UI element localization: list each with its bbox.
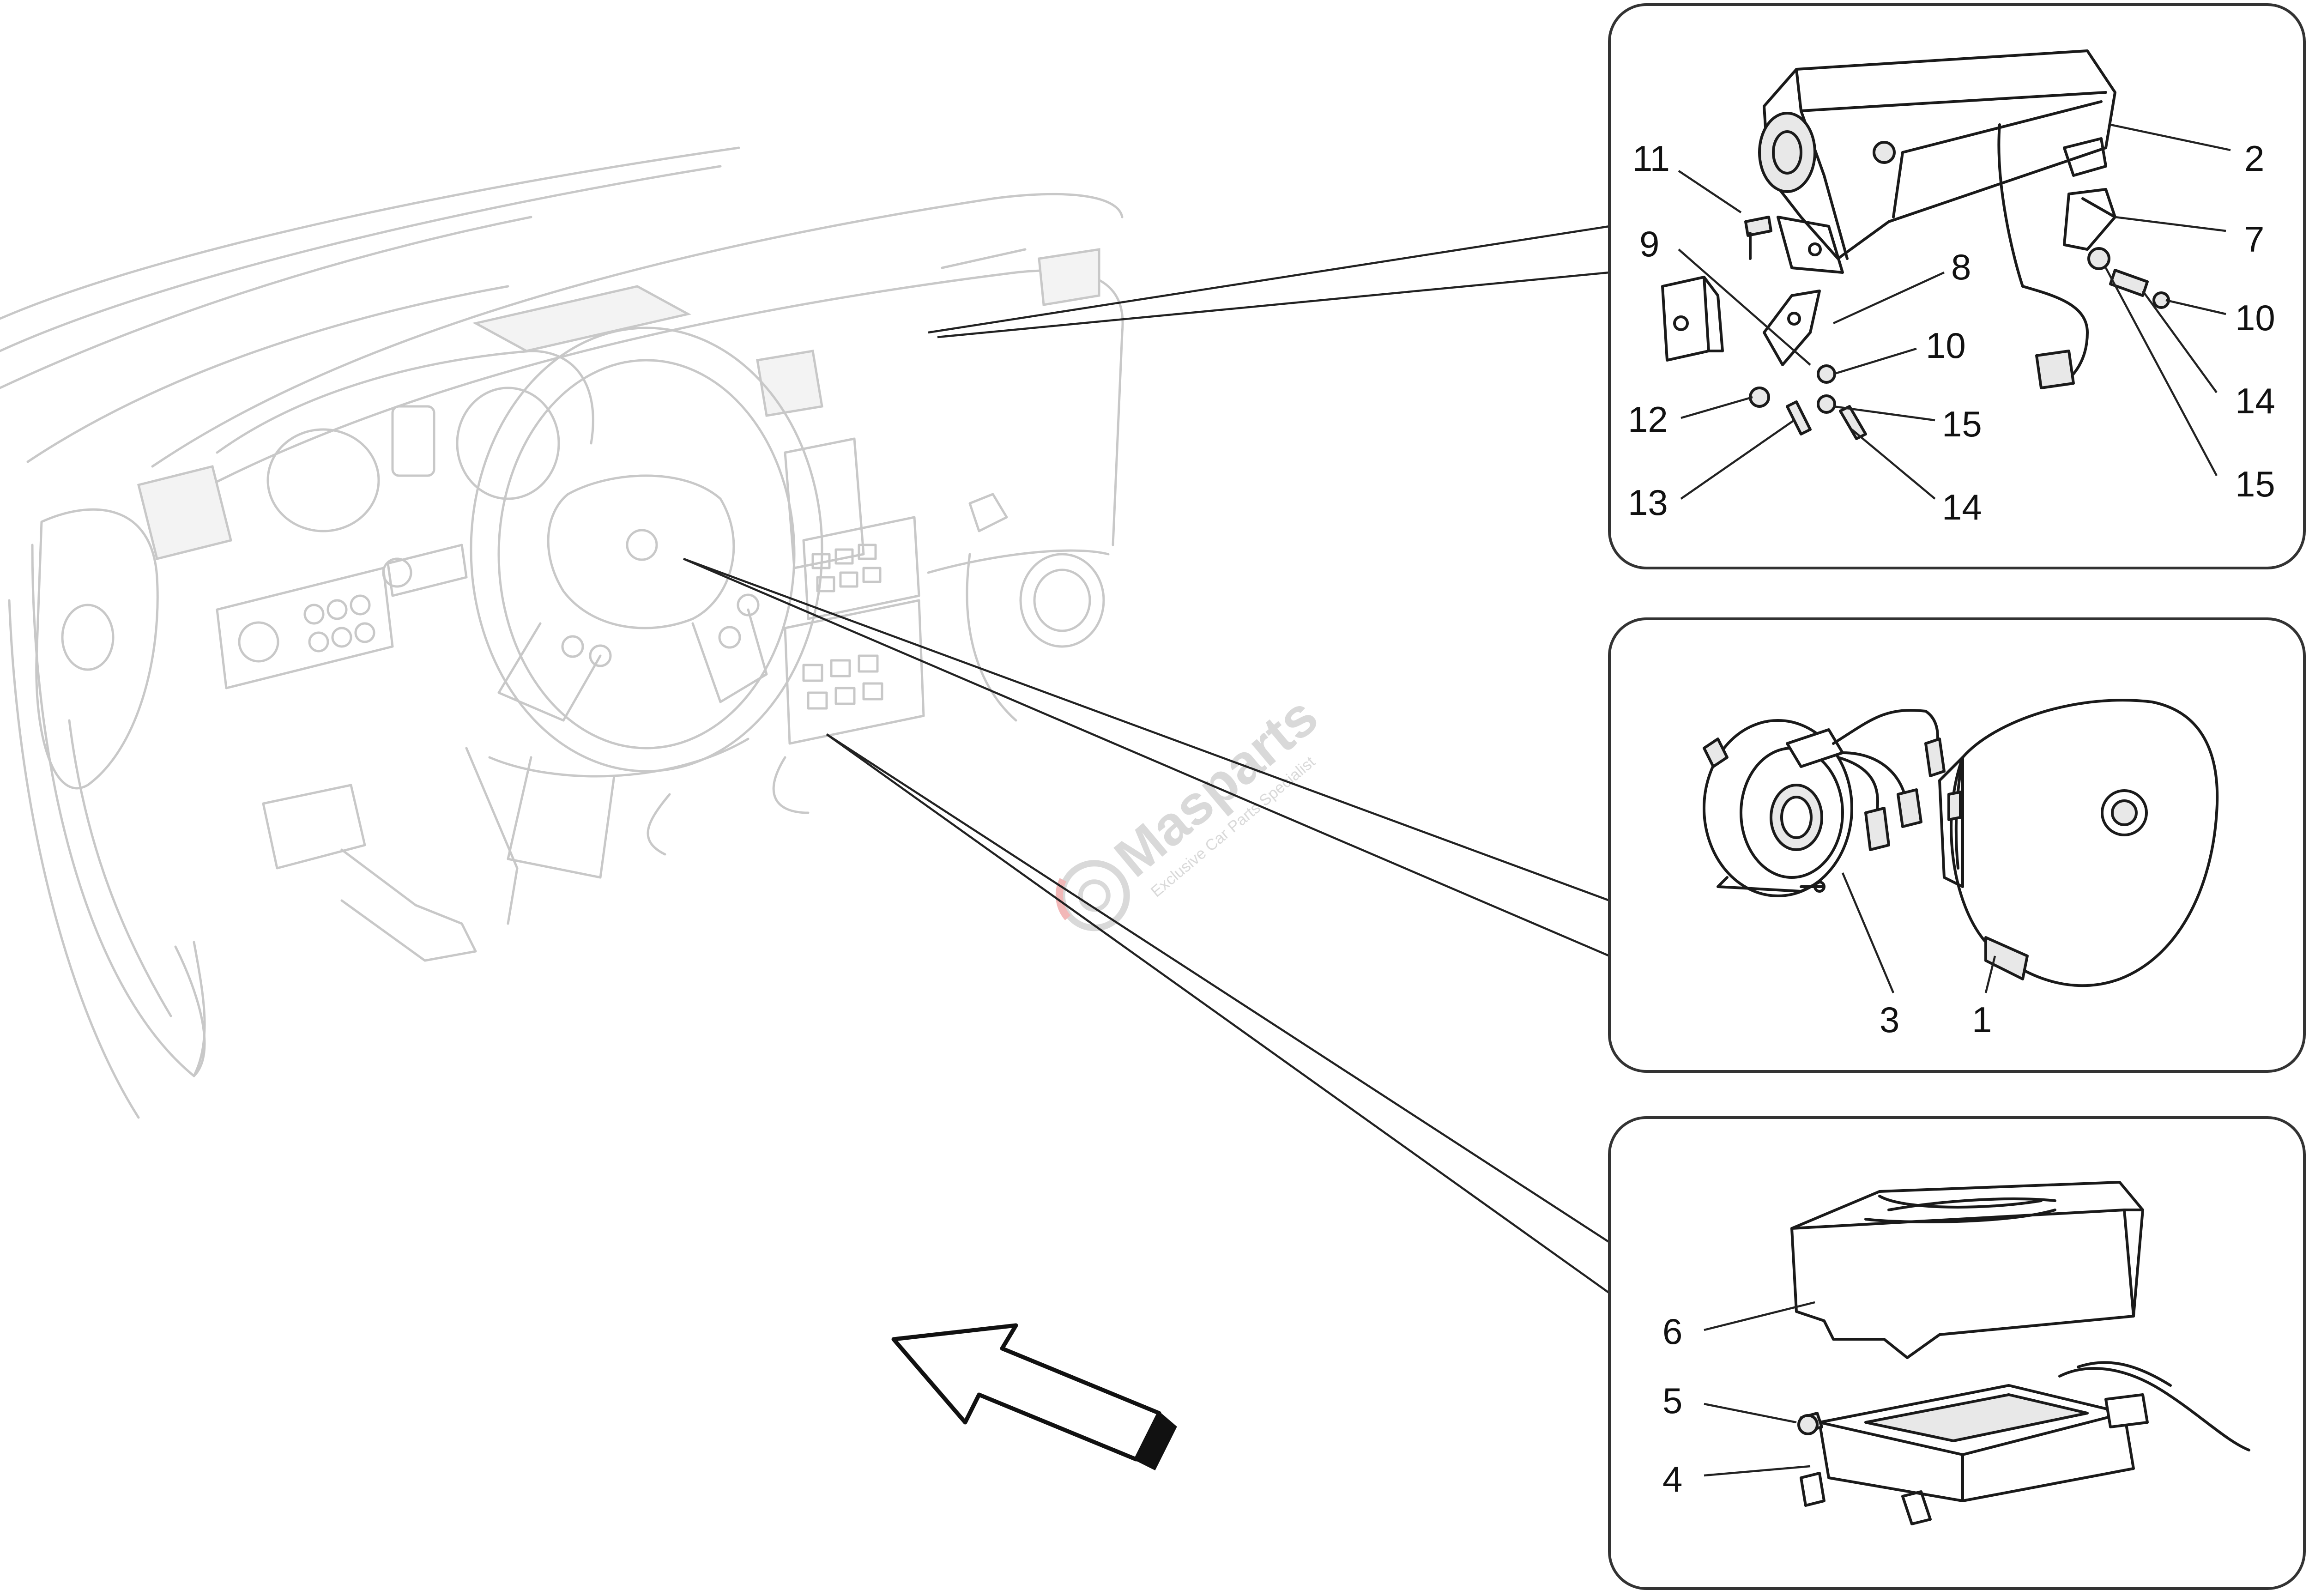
callout-label: 13 bbox=[1628, 482, 1668, 523]
callout-label: 7 bbox=[2244, 219, 2264, 260]
right-bracket-hardware bbox=[2063, 188, 2170, 309]
callout-label: 8 bbox=[1951, 247, 1971, 287]
callout-label: 10 bbox=[1926, 325, 1966, 366]
callout-label: 2 bbox=[2244, 138, 2264, 179]
callout-label: 4 bbox=[1662, 1459, 1682, 1499]
callout-label: 12 bbox=[1628, 399, 1668, 440]
callout-label: 11 bbox=[1632, 138, 1670, 179]
callout-label: 14 bbox=[2235, 381, 2275, 421]
callout-label: 15 bbox=[2235, 464, 2275, 504]
control-unit-ecu bbox=[1797, 1361, 2250, 1525]
control-unit-panel: 6 5 4 bbox=[1608, 1116, 2306, 1590]
callout-label: 10 bbox=[2235, 297, 2275, 338]
callout-label: 1 bbox=[1972, 999, 1992, 1040]
dashboard-illustration bbox=[0, 146, 1124, 1119]
callout-label: 9 bbox=[1639, 224, 1659, 264]
callout-label: 5 bbox=[1662, 1380, 1682, 1421]
passenger-callout-labels: 11 9 8 12 13 10 15 14 2 7 10 14 15 bbox=[1628, 138, 2275, 527]
clock-spring bbox=[1703, 709, 1946, 897]
leader-lines bbox=[683, 225, 1610, 1294]
left-bracket-hardware bbox=[1661, 216, 1867, 440]
forward-arrow-icon bbox=[891, 1323, 1161, 1462]
control-unit-cover bbox=[1790, 1181, 2144, 1359]
passenger-airbag-module bbox=[1758, 49, 2116, 389]
callout-label: 15 bbox=[1942, 404, 1982, 444]
driver-airbag-panel: 3 1 bbox=[1608, 617, 2306, 1073]
passenger-airbag-panel: 11 9 8 12 13 10 15 14 2 7 10 14 15 bbox=[1608, 3, 2306, 569]
driver-callout-labels: 3 1 bbox=[1880, 999, 1992, 1040]
callout-label: 14 bbox=[1942, 487, 1982, 527]
callout-label: 3 bbox=[1880, 999, 1899, 1040]
driver-callout-leaders bbox=[1841, 872, 1996, 993]
control-unit-callout-labels: 6 5 4 bbox=[1662, 1311, 1682, 1499]
driver-airbag-module bbox=[1938, 699, 2219, 987]
passenger-callout-leaders bbox=[1678, 123, 2231, 500]
control-unit-callout-leaders bbox=[1704, 1301, 1815, 1477]
callout-label: 6 bbox=[1662, 1311, 1682, 1352]
watermark: Masparts Exclusive Car Parts Specialist bbox=[1055, 685, 1329, 931]
